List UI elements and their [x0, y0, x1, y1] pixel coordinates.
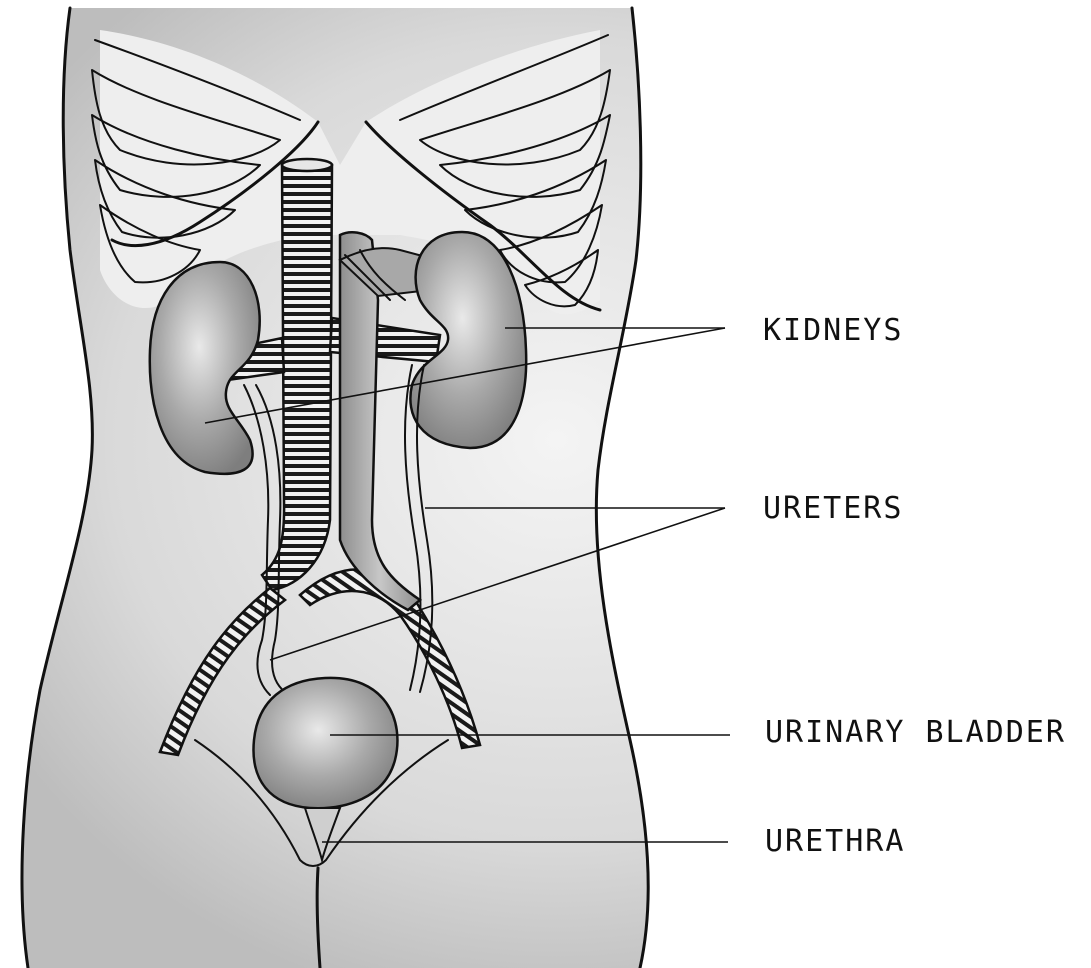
label-kidneys: KIDNEYS [763, 316, 903, 346]
label-urinary-bladder: URINARY BLADDER [765, 718, 1066, 748]
label-urethra: URETHRA [765, 827, 905, 857]
label-ureters: URETERS [763, 494, 903, 524]
urinary-bladder [253, 678, 397, 808]
